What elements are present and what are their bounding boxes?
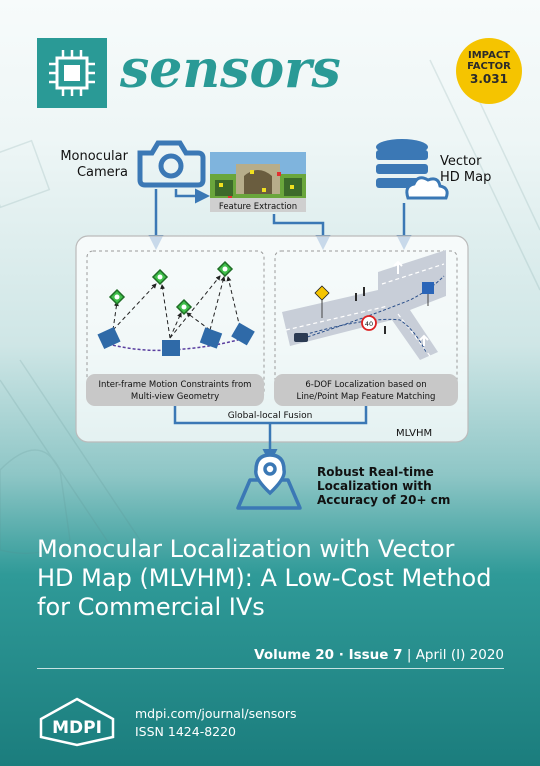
feature-extraction-label: Feature Extraction (219, 202, 297, 212)
article-title: Monocular Localization with Vector HD Ma… (37, 535, 517, 622)
vector-hd-map-label-1: Vector (440, 154, 482, 169)
result-label-2: Localization with (317, 479, 432, 493)
issue-number: Issue 7 (348, 647, 403, 663)
location-pin-icon (236, 453, 302, 510)
system-name-label: MLVHM (396, 428, 432, 439)
inter-frame-label-box (86, 374, 264, 406)
hd-map-graphic: 40 (282, 250, 446, 360)
monocular-camera-label-1: Monocular (60, 149, 128, 164)
impact-factor-label-2: FACTOR (467, 61, 511, 72)
result-label-3: Accuracy of 20+ cm (317, 493, 450, 507)
inter-frame-label-2: Multi-view Geometry (131, 392, 219, 402)
impact-factor-value: 3.031 (470, 72, 508, 86)
six-dof-label-box (274, 374, 458, 406)
cloud-icon (405, 176, 449, 200)
result-label-1: Robust Real-time (317, 465, 434, 479)
article-title-line-3: for Commercial IVs (37, 593, 265, 621)
impact-factor-badge: IMPACT FACTOR 3.031 (456, 38, 522, 104)
issue-info: Volume 20 · Issue 7 | April (I) 2020 (254, 647, 504, 663)
six-dof-label-2: Line/Point Map Feature Matching (297, 392, 436, 402)
pedestrian-sign-icon (0, 139, 51, 209)
speed-limit-sign: 40 (361, 315, 377, 331)
inter-frame-panel (86, 250, 265, 400)
article-title-line-1: Monocular Localization with Vector (37, 535, 455, 563)
fusion-label: Global-local Fusion (228, 411, 313, 421)
issn-label: ISSN 1424-8220 (135, 724, 237, 739)
monocular-camera-label-2: Camera (77, 165, 128, 180)
road-sign-icon (314, 285, 330, 318)
inter-frame-label-1: Inter-frame Motion Constraints from (99, 380, 252, 390)
method-diagram: Monocular Camera Feature Extraction (60, 139, 491, 510)
impact-factor-label-1: IMPACT (468, 50, 510, 61)
multi-view-geometry-graphic (97, 260, 255, 356)
speed-limit-value: 40 (365, 320, 373, 328)
pedestrian-sign-icon (422, 282, 434, 306)
vector-hd-map-label-2: HD Map (440, 170, 491, 185)
car-icon (294, 333, 308, 342)
divider-line (37, 668, 504, 669)
camera-icon (137, 140, 206, 188)
article-title-line-2: HD Map (MLVHM): A Low-Cost Method (37, 564, 492, 592)
six-dof-label-1: 6-DOF Localization based on (305, 380, 426, 390)
feature-extraction-image (210, 152, 306, 212)
issue-divider: | (402, 647, 416, 663)
database-icon (376, 139, 428, 188)
journal-name: sensors (120, 39, 341, 100)
mdpi-logo-text: MDPI (52, 718, 102, 738)
issue-date: April (I) 2020 (415, 647, 504, 663)
car-silhouette-icon (0, 449, 71, 555)
volume-label: Volume 20 (254, 647, 335, 663)
chip-icon (49, 50, 95, 96)
journal-url[interactable]: mdpi.com/journal/sensors (135, 706, 297, 721)
journal-logo (37, 38, 107, 108)
issue-separator: · (334, 647, 349, 663)
mdpi-logo: MDPI (39, 697, 115, 747)
